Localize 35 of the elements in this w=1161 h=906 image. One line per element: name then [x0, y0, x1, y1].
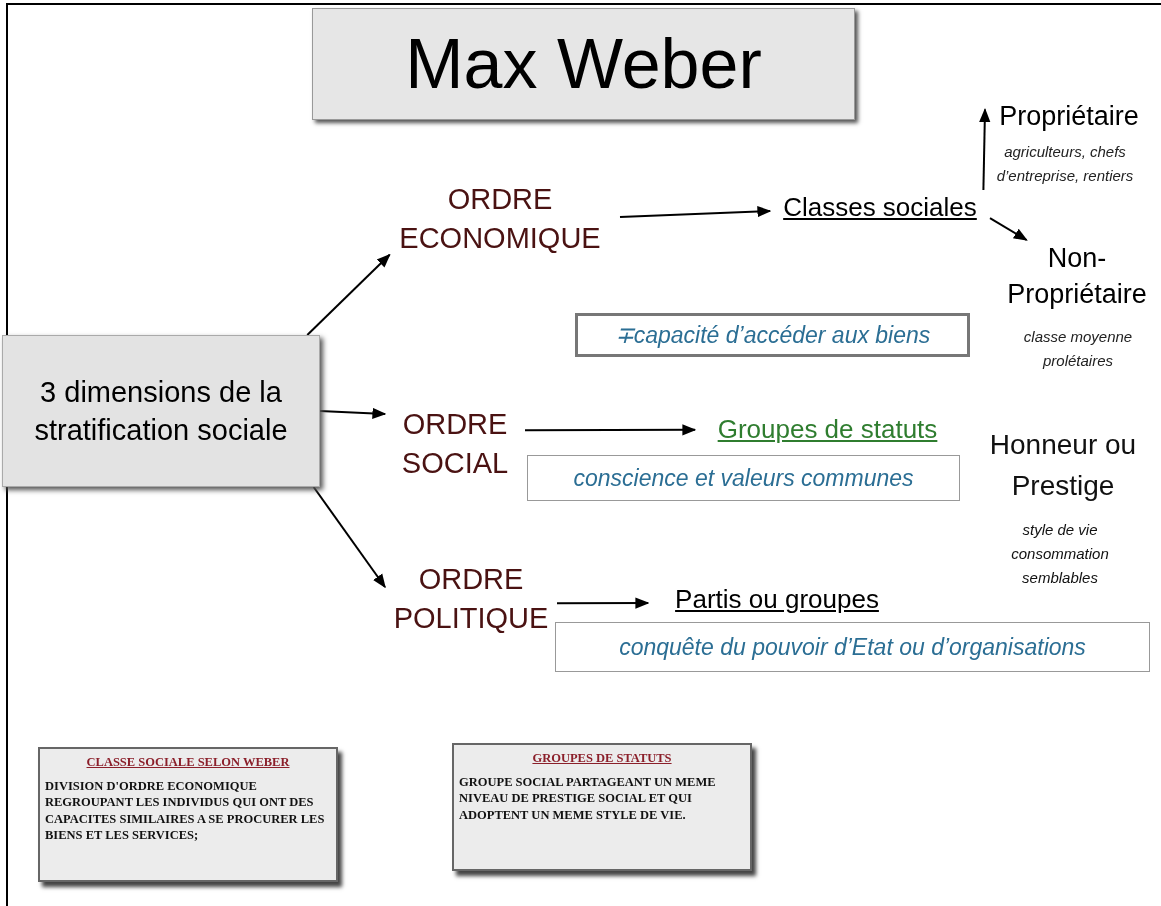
category-label: ORDRE ECONOMIQUE	[380, 180, 620, 268]
concept-label: Classes sociales	[770, 190, 990, 226]
category-label: Honneur ou Prestige	[988, 428, 1138, 503]
definition-text: ∓capacité d’accéder aux biens	[614, 321, 931, 349]
arrow	[306, 253, 391, 336]
arrow	[619, 205, 772, 218]
arrow	[312, 486, 386, 589]
category-label: Non-Propriétaire	[993, 240, 1161, 320]
definition-text: conscience et valeurs communes	[573, 464, 914, 492]
card-heading: CLASSE SOCIALE SELON WEBER	[85, 755, 291, 770]
category-label: Propriétaire	[985, 98, 1153, 136]
concept-label: Groupes de statuts	[695, 412, 960, 450]
box-text: 3 dimensions de la stratification sociale	[33, 374, 289, 448]
title-text: Max Weber	[405, 24, 762, 104]
definition-box	[555, 622, 1150, 672]
definition-box	[575, 313, 970, 357]
category-label: ORDRE SOCIAL	[385, 405, 525, 495]
category-label: ORDRE POLITIQUE	[385, 560, 557, 650]
definition-box	[527, 455, 960, 501]
concept-label: Partis ou groupes	[648, 582, 906, 624]
card-body: GROUPE SOCIAL PARTAGEANT UN MEME NIVEAU DE PRESTIGE SOCIAL ET QUI ADOPTENT UN MEME STYLE DE VIE.	[459, 774, 717, 823]
card-body: DIVISION D'ORDRE ECONOMIQUE REGROUPANT LES INDIVIDUS QUI ONT DES CAPACITES SIMILAIRES A SE PROCURER LES BIENS ET LES SERVICES;	[45, 778, 326, 843]
arrow	[556, 597, 650, 609]
node-caption: agriculteurs, chefs d’entreprise, rentiers	[995, 142, 1135, 186]
arrow	[989, 217, 1028, 241]
definition-card	[452, 743, 752, 871]
card-heading: GROUPES DE STATUTS	[531, 751, 673, 766]
note-text: style de vie consommation semblables	[1010, 520, 1110, 588]
definition-text: conquête du pouvoir d’Etat ou d’organisations	[619, 633, 1086, 661]
definition-card	[38, 747, 338, 882]
arrow	[319, 407, 387, 419]
node-caption: classe moyenne prolétaires	[1022, 327, 1134, 371]
process-box	[2, 335, 320, 487]
arrow	[524, 424, 697, 436]
arrow	[979, 108, 991, 191]
